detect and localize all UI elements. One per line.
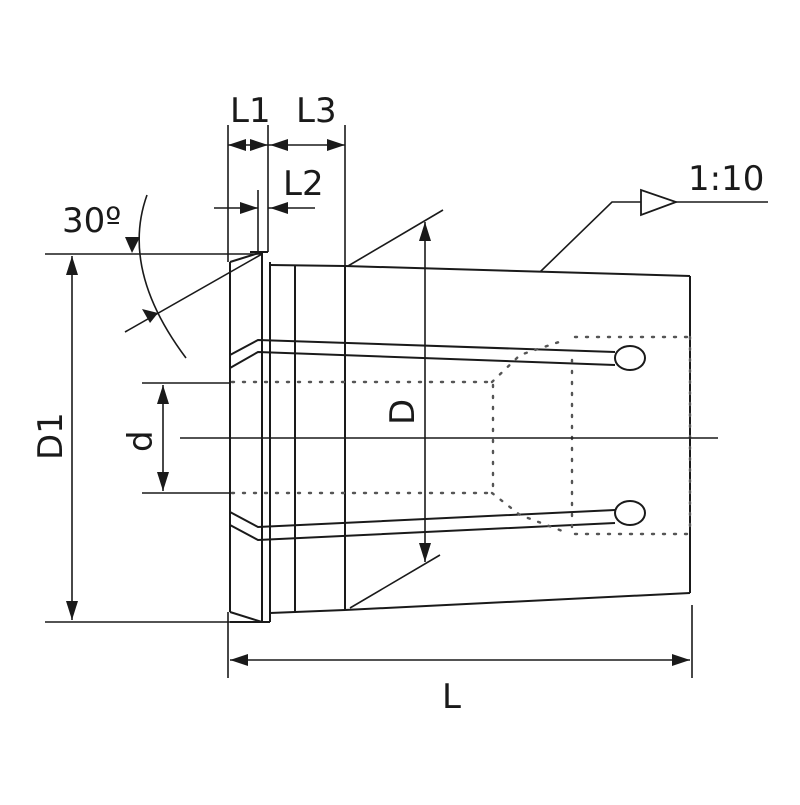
label-L3: L3 [296, 91, 337, 131]
label-taper: 1:10 [688, 159, 764, 199]
dimension-D [347, 209, 444, 609]
label-angle: 30º [62, 201, 121, 241]
dimension-L [227, 605, 693, 678]
label-D: D [383, 399, 423, 425]
collet-body [229, 251, 691, 623]
dimension-angle [45, 194, 263, 359]
label-D1: D1 [31, 412, 71, 460]
dimension-d [142, 382, 230, 494]
dimension-D1 [45, 256, 262, 623]
hidden-bore-lines [230, 335, 692, 536]
label-d: d [121, 430, 161, 452]
dimension-L1-L2-L3 [214, 125, 346, 266]
label-L2: L2 [283, 164, 324, 204]
taper-indicator [539, 188, 768, 273]
label-L1: L1 [230, 91, 271, 131]
label-L: L [442, 677, 461, 717]
